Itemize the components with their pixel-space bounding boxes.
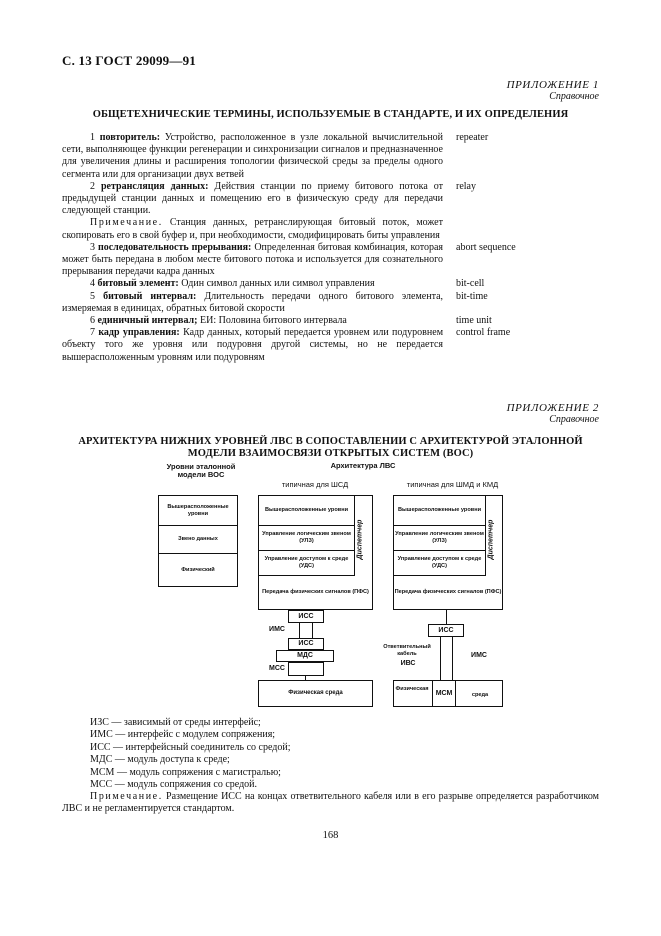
left-mss-box xyxy=(288,662,324,676)
right-mcm: МСМ xyxy=(432,680,456,707)
term-english: abort sequence xyxy=(456,241,516,253)
left-media-link xyxy=(305,676,306,680)
page-header: С. 13 ГОСТ 29099—91 xyxy=(62,53,196,68)
appendix-1-sublabel: Справочное xyxy=(549,91,599,102)
page-number: 168 xyxy=(322,830,339,841)
note-text: Размещение ИСС на концах ответвительного… xyxy=(62,791,600,815)
appendix-2-title-label: ПРИЛОЖЕНИЕ 2 xyxy=(506,402,599,414)
left-ims-cable xyxy=(299,623,300,639)
note-label: Примечание. xyxy=(90,791,163,802)
right-ims-label: ИМС xyxy=(471,652,487,659)
left-ims-label: ИМС xyxy=(269,626,285,633)
appendix-1-label: ПРИЛОЖЕНИЕ 1 Справочное xyxy=(506,79,599,103)
osi-header: Уровни эталонной модели ВОС xyxy=(166,462,236,479)
left-mss-label: МСС xyxy=(269,665,285,672)
lan-left-llc: Управление логическим звеном (УЛЗ) xyxy=(259,526,355,551)
right-iss: ИСС xyxy=(428,624,464,637)
right-media-left-label: Физическая xyxy=(395,686,429,692)
term-note: Примечание. Станция данных, ретранслирую… xyxy=(62,217,443,241)
right-branch-label: Ответвительный кабель xyxy=(383,644,431,657)
appendix-1-heading: ОБЩЕТЕХНИЧЕСКИЕ ТЕРМИНЫ, ИСПОЛЬЗУЕМЫЕ В … xyxy=(92,109,569,120)
term-item: 2 ретрансляция данных: Действия станции … xyxy=(62,180,476,217)
term-english: control frame xyxy=(456,327,511,339)
appendix-2-note: Примечание. Размещение ИСС на концах отв… xyxy=(62,791,599,815)
lan-stack-left: Вышерасположенные уровни Управление логи… xyxy=(258,495,373,610)
appendix-2-label: ПРИЛОЖЕНИЕ 2 Справочное xyxy=(506,402,599,426)
term-item: 6 единичный интервал; ЕИ: Половина битов… xyxy=(90,315,492,327)
appendix-2-sublabel: Справочное xyxy=(549,414,599,425)
term-item: 4 битовый элемент: Один символ данных ил… xyxy=(90,278,485,290)
dispatcher-left: Диспетчер xyxy=(356,519,364,560)
right-ivs-label: ИВС xyxy=(400,660,416,667)
term-english: bit-time xyxy=(456,290,488,302)
term-english: relay xyxy=(456,180,476,192)
appendix-2-heading-line-1: АРХИТЕКТУРА НИЖНИХ УРОВНЕЙ ЛВС В СОПОСТА… xyxy=(78,436,583,447)
legend-item: МСМ — модуль сопряжения с магистралью; xyxy=(90,766,281,778)
term-item: 5 битовый интервал: Длительность передач… xyxy=(62,290,488,314)
term-item: 7 кадр управления: Кадр данных, который … xyxy=(62,327,511,363)
term-item: 1 повторитель: Устройство, расположенное… xyxy=(62,132,489,180)
terms-list: 1 повторитель: Устройство, расположенное… xyxy=(62,132,599,364)
legend-item: ИМС — интерфейс с модулем сопряжения; xyxy=(90,729,276,741)
right-media-right-label: среда xyxy=(471,692,489,698)
right-stack-link xyxy=(446,610,447,624)
left-iss-bottom: ИСС xyxy=(288,638,324,650)
left-ims-cable-2 xyxy=(312,623,313,639)
legend-item: МДС — модуль доступа к среде; xyxy=(90,754,230,766)
term-english: repeater xyxy=(456,132,489,143)
lan-stack-right: Вышерасположенные уровни Управление логи… xyxy=(393,495,503,610)
lan-left-pls: Передача физических сигналов (ПФС) xyxy=(262,589,369,596)
term-item: 3 последовательность прерывания: Определ… xyxy=(62,241,516,278)
dispatcher-right: Диспетчер xyxy=(487,519,495,560)
osi-level-physical: Физический xyxy=(181,566,215,573)
osi-level-datalink: Звено данных xyxy=(159,526,237,554)
lan-left-upper: Вышерасположенные уровни xyxy=(259,496,355,526)
legend-item: МСС — модуль сопряжения со средой. xyxy=(90,779,258,791)
left-mds: МДС xyxy=(276,650,334,662)
lan-left-mac: Управление доступом к среде (УДС) xyxy=(259,551,355,576)
abbreviation-legend: ИЗС — зависимый от среды интерфейс; ИМС … xyxy=(62,717,290,791)
appendix-2-heading: АРХИТЕКТУРА НИЖНИХ УРОВНЕЙ ЛВС В СОПОСТА… xyxy=(62,436,599,460)
lan-right-mac: Управление доступом к среде (УДС) xyxy=(394,551,486,576)
osi-level-upper: Вышерасположенные уровни xyxy=(159,496,237,526)
right-physical-media: Физическая МСМ среда xyxy=(393,680,503,707)
appendix-2-heading-line-2: МОДЕЛИ ВЗАИМОСВЯЗИ ОТКРЫТЫХ СИСТЕМ (ВОС) xyxy=(187,448,474,459)
term-english: time unit xyxy=(456,315,492,327)
right-subheader: типичная для ШМД и КМД xyxy=(406,480,499,489)
legend-item: ИЗС — зависимый от среды интерфейс; xyxy=(90,717,261,728)
lan-right-llc: Управление логическим звеном (УЛЗ) xyxy=(394,526,486,551)
left-physical-media: Физическая среда xyxy=(258,680,373,707)
lan-right-pls: Передача физических сигналов (ПФС) xyxy=(394,589,502,596)
lan-right-upper: Вышерасположенные уровни xyxy=(394,496,486,526)
left-iss-top: ИСС xyxy=(288,610,324,623)
legend-item: ИСС — интерфейсный соединитель со средой… xyxy=(90,741,291,753)
left-subheader: типичная для ШСД xyxy=(281,480,349,489)
right-branch-cable-2 xyxy=(452,637,453,680)
right-branch-cable xyxy=(440,637,441,680)
appendix-1-title-label: ПРИЛОЖЕНИЕ 1 xyxy=(506,79,599,91)
osi-stack: Вышерасположенные уровни Звено данных Фи… xyxy=(158,495,238,587)
lan-header: Архитектура ЛВС xyxy=(330,461,396,470)
term-english: bit-cell xyxy=(456,278,485,290)
